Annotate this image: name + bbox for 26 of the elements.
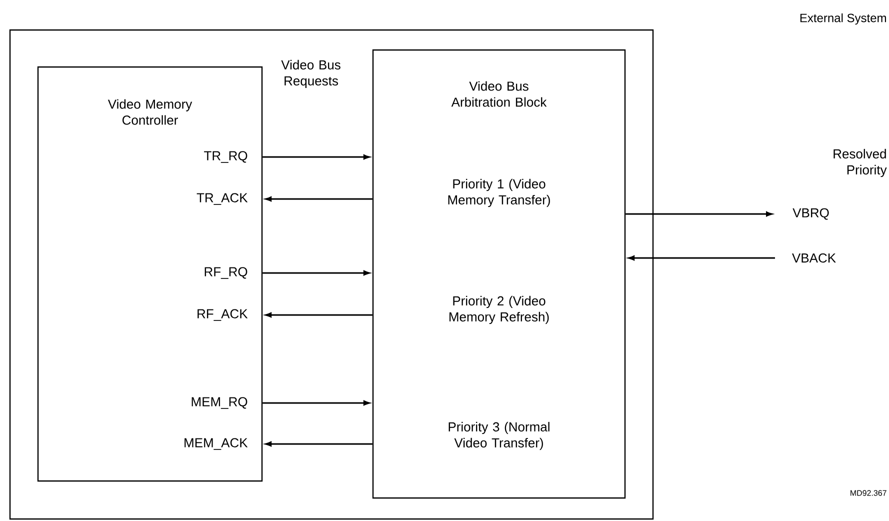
signal-name: MEM_RQ xyxy=(192,397,248,409)
signal-name: TR_RQ xyxy=(204,151,248,163)
chip-box xyxy=(9,29,654,520)
box-heading: Video Memory Controller xyxy=(108,99,192,125)
arrow xyxy=(628,255,775,260)
signal-name: VBACK xyxy=(792,253,836,263)
priority-text: Priority 2 (Video Memory Refresh) xyxy=(450,296,549,324)
box-heading: Video Bus Arbitration Block xyxy=(451,81,547,107)
priority-text: Priority 1 (Video Memory Transfer) xyxy=(448,178,550,208)
arrow xyxy=(265,441,372,446)
signal-name: RF_ACK xyxy=(198,309,248,321)
figure-code: MD92.367 xyxy=(850,490,886,496)
signal-name: TR_ACK xyxy=(196,193,248,205)
label: Resolved Priority xyxy=(834,148,887,178)
arrow xyxy=(265,196,372,202)
arrow xyxy=(262,154,370,160)
label: Video Bus Requests xyxy=(281,60,340,88)
arrow xyxy=(626,211,772,216)
arrow xyxy=(262,400,370,406)
signal-name: RF_RQ xyxy=(204,267,248,279)
arrow xyxy=(262,270,370,276)
label: External System xyxy=(800,13,886,25)
signal-name: MEM_ACK xyxy=(184,438,248,450)
signal-name: VBRQ xyxy=(792,208,829,220)
arrow xyxy=(265,312,372,318)
priority-text: Priority 3 (Normal Video Transfer) xyxy=(448,422,550,450)
